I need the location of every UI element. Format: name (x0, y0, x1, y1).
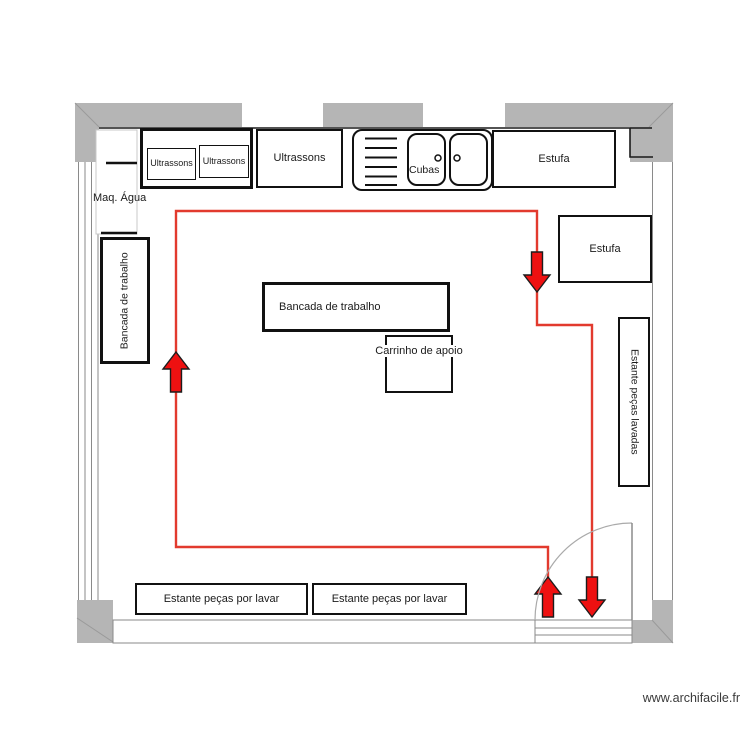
corner-top-left (75, 103, 99, 162)
bancada-trabalho-center-label: Bancada de trabalho (279, 300, 381, 313)
flow-arrow-up-left (161, 350, 191, 393)
bancada-trabalho-left-box[interactable]: Bancada de trabalho (100, 237, 150, 364)
carrinho-apoio-box[interactable]: Carrinho de apoio (374, 335, 464, 393)
estante-por-lavar-1-box[interactable]: Estante peças por lavar (135, 583, 308, 615)
door-threshold (534, 619, 633, 644)
ultrassons-box-label: Ultrassons (273, 152, 326, 165)
sink-icon[interactable] (352, 129, 493, 191)
wall-top-window-gap-1 (242, 103, 323, 127)
estufa-top-label: Estufa (538, 152, 570, 165)
sink-basin-2 (449, 133, 488, 186)
estante-por-lavar-2-box[interactable]: Estante peças por lavar (312, 583, 467, 615)
ultrassons-unit-2-label: Ultrassons (202, 155, 246, 166)
wall-right (652, 162, 673, 600)
ultrassons-unit-1[interactable]: Ultrassons (147, 148, 196, 180)
door[interactable] (534, 522, 633, 621)
miter-bottom-right (651, 619, 674, 644)
estante-pecas-lavadas-box[interactable]: Estante peças lavadas (618, 317, 650, 487)
sink-drainer-lines (365, 137, 397, 186)
wall-top (75, 103, 673, 127)
flow-arrow-down-door-exit (577, 576, 607, 619)
bancada-trabalho-left-label: Bancada de trabalho (118, 252, 131, 349)
ultrassons-group-box[interactable]: Ultrassons Ultrassons (140, 128, 253, 189)
sink-tap-1 (434, 154, 442, 162)
miter-bottom-left (76, 617, 114, 643)
wall-left-window (78, 162, 99, 600)
bancada-trabalho-center-box[interactable]: Bancada de trabalho (262, 282, 450, 332)
cubas-label: Cubas (409, 164, 440, 176)
flow-arrow-up-door-entry (533, 575, 563, 618)
miter-top-left (74, 102, 100, 128)
estufa-top-box[interactable]: Estufa (492, 130, 616, 188)
estufa-right-label: Estufa (589, 242, 621, 255)
ultrassons-unit-2[interactable]: Ultrassons (199, 145, 249, 178)
carrinho-apoio-label: Carrinho de apoio (374, 345, 464, 358)
walls (74, 102, 674, 644)
sink-basin-1 (407, 133, 446, 186)
estante-por-lavar-2-label: Estante peças por lavar (331, 592, 448, 605)
miter-top-right (648, 102, 674, 128)
wall-top-window-gap-2 (423, 103, 505, 127)
ultrassons-unit-1-label: Ultrassons (150, 158, 193, 169)
flow-arrow-down-upper-right (522, 251, 552, 294)
wall-pillar-top-right (629, 128, 653, 158)
wall-bottom-window (112, 619, 536, 644)
door-swing-arc (534, 522, 633, 621)
estante-pecas-lavadas-label: Estante peças lavadas (628, 349, 641, 455)
corner-bottom-right-a (652, 600, 673, 620)
maq-agua-appliance[interactable] (95, 129, 138, 235)
estante-por-lavar-1-label: Estante peças por lavar (163, 592, 280, 605)
watermark: www.archifacile.fr (642, 691, 740, 705)
flow-path (161, 209, 607, 619)
corner-bottom-right-b (632, 620, 673, 643)
sink-tap-2 (453, 154, 461, 162)
ultrassons-box[interactable]: Ultrassons (256, 129, 343, 188)
maq-agua-label: Maq. Água (93, 192, 147, 204)
estufa-right-box[interactable]: Estufa (558, 215, 652, 283)
corner-top-right (630, 103, 673, 162)
